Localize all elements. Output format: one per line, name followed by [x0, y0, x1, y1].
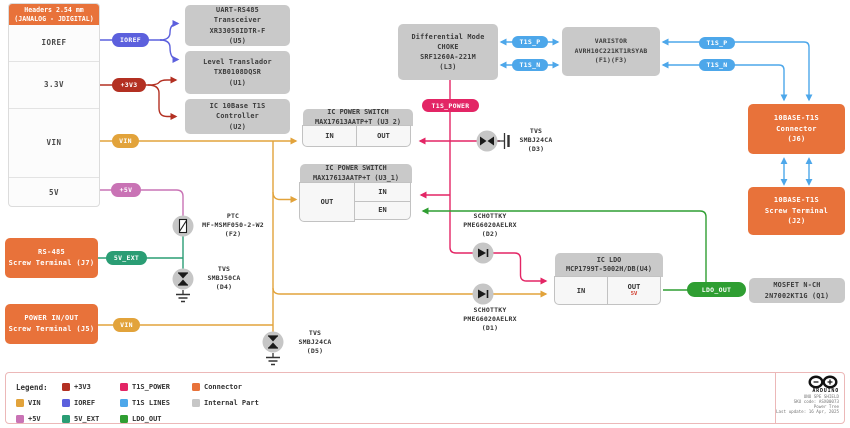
- headers-panel-title: Headers 2.54 mm (JANALOG - JDIGITAL): [9, 4, 99, 26]
- schottky-d1-symbol: [472, 283, 494, 305]
- tvs-d5-symbol: [262, 331, 284, 366]
- pill-ioref: IOREF: [112, 33, 149, 47]
- legend-item-t1s-power: T1S_POWER: [120, 383, 192, 391]
- pill-t1s-n-right: T1S_N: [699, 59, 735, 71]
- block-ldo-u4: IC LDO MCP1799T-5002H/DB(U4) IN OUT 5V: [554, 253, 663, 305]
- arduino-logo-icon: [808, 375, 838, 389]
- u4-pin-out: OUT 5V: [607, 276, 661, 305]
- pill-t1s-p-mid: T1S_P: [512, 36, 548, 48]
- legend-swatch-ioref: [62, 399, 70, 407]
- pill-3v3: +3V3: [112, 78, 146, 92]
- pill-ldo-out: LDO_OUT: [687, 282, 746, 297]
- title-block: ARDUINO UNO SPE SHIELD SKU code: ASX0007…: [775, 372, 845, 424]
- tvs-d3-symbol: [476, 130, 510, 152]
- header-row-vin: VIN: [9, 109, 99, 179]
- pill-vin-bottom: VIN: [113, 318, 140, 332]
- legend-swatch-ldo-out: [120, 415, 128, 423]
- pill-5v-ext: 5V_EXT: [106, 251, 147, 265]
- arduino-brand: ARDUINO: [812, 388, 839, 394]
- title-block-sku: SKU code: ASX00073: [793, 399, 839, 404]
- legend-item-internal-part: Internal Part: [192, 399, 312, 407]
- header-row-5v: 5V: [48, 187, 60, 197]
- power-switch-u3-1-title: IC POWER SWITCH MAX17613AATP+T (U3_1): [300, 164, 412, 183]
- legend-swatch-t1s-lines: [120, 399, 128, 407]
- pill-t1s-power: T1S_POWER: [422, 99, 479, 112]
- pill-5v: +5V: [111, 183, 141, 197]
- title-block-updated: Last update: 16 Apr, 2025: [775, 409, 839, 414]
- header-row-3v3: 3.3V: [9, 62, 99, 109]
- headers-panel: Headers 2.54 mm (JANALOG - JDIGITAL) IOR…: [8, 3, 100, 207]
- block-power-switch-u3-2: IC POWER SWITCH MAX17613AATP+T (U3_2) IN…: [302, 108, 413, 147]
- legend-item-ldo-out: LDO_OUT: [120, 415, 192, 423]
- title-block-product: UNO SPE SHIELD: [803, 394, 839, 399]
- u3-1-pin-en: EN: [354, 200, 411, 220]
- u4-pin-in: IN: [554, 276, 608, 305]
- title-block-doc: Power Tree: [813, 404, 839, 409]
- pill-vin-top: VIN: [112, 134, 139, 148]
- legend-swatch-t1s-power: [120, 383, 128, 391]
- legend-swatch-vin: [16, 399, 24, 407]
- u3-2-pin-in: IN: [302, 125, 357, 147]
- schottky-d2-symbol: [472, 242, 494, 264]
- legend-swatch-3v3: [62, 383, 70, 391]
- ptc-f2-symbol: [172, 215, 194, 237]
- net-5v: [100, 189, 184, 216]
- block-power-switch-u3-1: IC POWER SWITCH MAX17613AATP+T (U3_1) OU…: [299, 164, 412, 222]
- legend-swatch-5v: [16, 415, 24, 423]
- pill-t1s-p-right: T1S_P: [699, 37, 735, 49]
- legend-item-vin: VIN: [16, 399, 62, 407]
- u3-1-pin-out: OUT: [299, 182, 355, 222]
- tvs-d4-symbol: [172, 268, 194, 303]
- legend-item-ioref: IOREF: [62, 399, 120, 407]
- u4-out-voltage: 5V: [630, 291, 638, 298]
- legend-swatch-internal-part: [192, 399, 200, 407]
- legend-item-5v-ext: 5V_EXT: [62, 415, 120, 423]
- u3-2-pin-out: OUT: [356, 125, 411, 147]
- pill-t1s-n-mid: T1S_N: [512, 59, 548, 71]
- legend-item-5v: +5V: [16, 415, 62, 423]
- u3-1-pin-in: IN: [354, 182, 411, 202]
- header-row-ioref: IOREF: [9, 25, 99, 62]
- legend-swatch-5v-ext: [62, 415, 70, 423]
- legend-item-t1s-lines: T1S LINES: [120, 399, 192, 407]
- legend-swatch-connector: [192, 383, 200, 391]
- ldo-u4-title: IC LDO MCP1799T-5002H/DB(U4): [555, 253, 663, 277]
- legend: Legend: +3V3 T1S_POWER Connector VIN IOR…: [5, 372, 845, 424]
- legend-item-3v3: +3V3: [62, 383, 120, 391]
- power-switch-u3-2-title: IC POWER SWITCH MAX17613AATP+T (U3_2): [303, 108, 413, 126]
- legend-item-connector: Connector: [192, 383, 312, 391]
- legend-title: Legend:: [16, 382, 48, 392]
